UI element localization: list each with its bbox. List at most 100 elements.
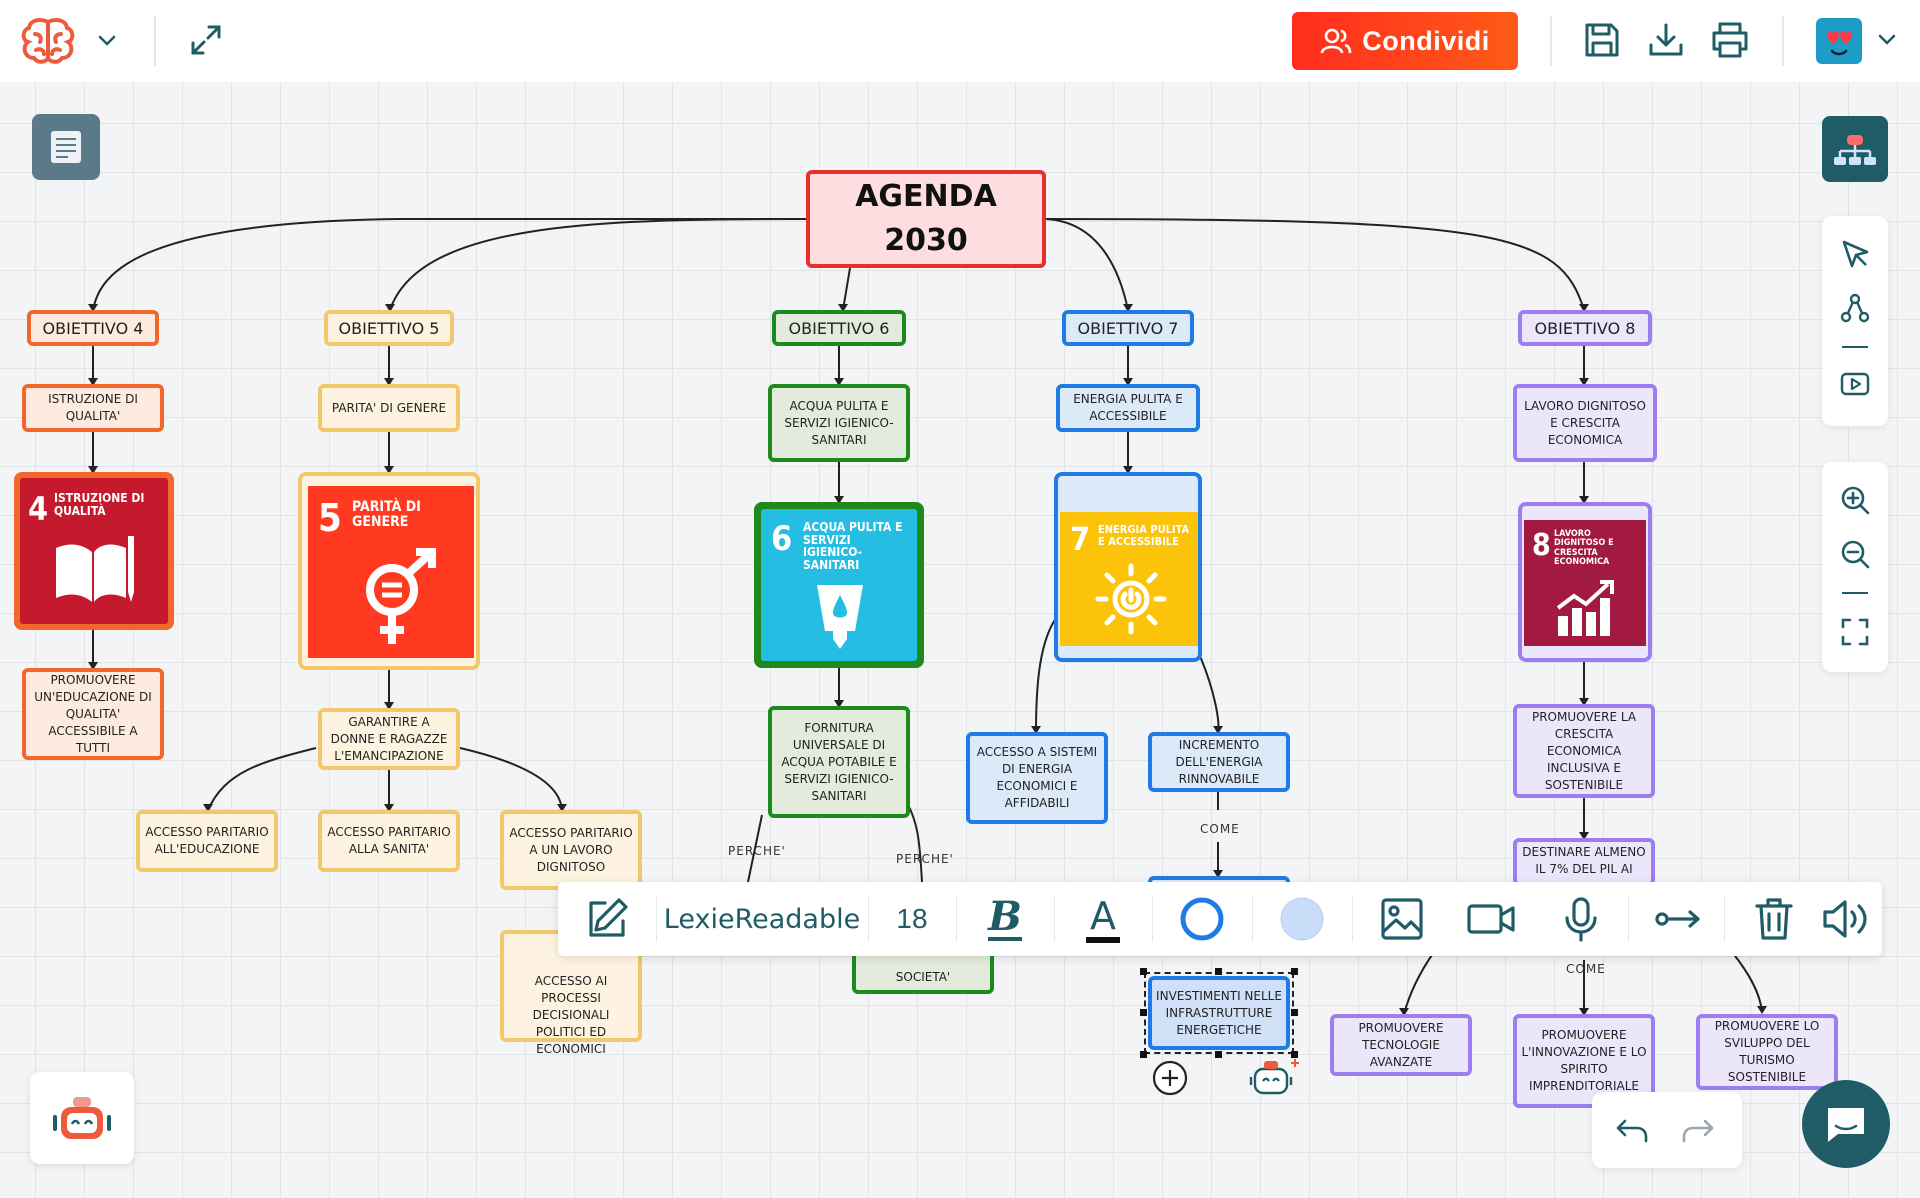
chevron-down-icon[interactable] (94, 26, 120, 56)
edit-text-icon[interactable] (570, 882, 644, 956)
add-child-icon[interactable] (1150, 1058, 1190, 1098)
goal-7-detail-node[interactable]: INCREMENTO DELL'ENERGIA RINNOVABILE (1148, 732, 1290, 792)
expand-icon[interactable] (186, 20, 226, 60)
save-icon[interactable] (1580, 18, 1624, 62)
divider (1628, 896, 1629, 942)
goal-8-node[interactable]: OBIETTIVO 8 (1518, 310, 1652, 346)
goal-8-sub-node[interactable]: PROMUOVERE LO SVILUPPO DEL TURISMO SOSTE… (1696, 1014, 1838, 1090)
undo-icon[interactable] (1612, 1110, 1652, 1150)
goal-5-image-card[interactable]: 5 PARITÀ DI GENERE (298, 472, 480, 670)
sdg-title: PARITÀ DI GENERE (352, 499, 421, 530)
growth-chart-icon (1556, 580, 1614, 636)
chevron-down-icon[interactable] (1874, 28, 1900, 52)
divider (1550, 16, 1552, 66)
goal-4-image-card[interactable]: 4 ISTRUZIONE DI QUALITÀ (14, 472, 174, 630)
goal-6-node[interactable]: OBIETTIVO 6 (772, 310, 906, 346)
goal-5-sub-node[interactable]: ACCESSO PARITARIO ALLA SANITA' (318, 810, 460, 872)
delete-button[interactable] (1732, 882, 1816, 956)
sdg-7-tile: 7 ENERGIA PULITA E ACCESSIBILE (1060, 512, 1198, 646)
divider (1782, 16, 1784, 66)
insert-video-button[interactable] (1448, 882, 1534, 956)
share-button[interactable]: Condividi (1292, 12, 1518, 70)
goal-7-node[interactable]: OBIETTIVO 7 (1062, 310, 1194, 346)
connect-nodes-icon[interactable] (1835, 288, 1875, 328)
map-layout-button[interactable] (1822, 116, 1888, 182)
sdg-title: ISTRUZIONE DI QUALITÀ (54, 491, 145, 518)
divider (656, 896, 657, 942)
font-family-select[interactable]: LexieReadable (663, 903, 861, 935)
video-play-icon[interactable] (1835, 364, 1875, 404)
goal-5-topic-node[interactable]: PARITA' DI GENERE (318, 384, 460, 432)
border-color-button[interactable] (1160, 882, 1244, 956)
goal-7-topic-node[interactable]: ENERGIA PULITA E ACCESSIBILE (1056, 384, 1200, 432)
goal-5-sub-node[interactable]: ACCESSO PARITARIO ALL'EDUCAZIONE (136, 810, 278, 872)
goal-4-node[interactable]: OBIETTIVO 4 (27, 310, 159, 346)
divider (1724, 896, 1725, 942)
water-glass-icon (817, 585, 863, 649)
zoom-panel (1822, 462, 1888, 672)
goal-8-topic-node[interactable]: LAVORO DIGNITOSO E CRESCITA ECONOMICA (1513, 384, 1657, 462)
sdg-title: ENERGIA PULITA E ACCESSIBILE (1098, 523, 1190, 548)
connector-button[interactable] (1636, 882, 1720, 956)
edge-label-why: PERCHE' (896, 852, 954, 866)
goal-4-detail-node[interactable]: PROMUOVERE UN'EDUCAZIONE DI QUALITA' ACC… (22, 668, 164, 760)
connector-lines (88, 217, 1767, 1016)
bold-button[interactable]: B (964, 882, 1046, 956)
selected-node[interactable]: INVESTIMENTI NELLE INFRASTRUTTURE ENERGE… (1148, 976, 1290, 1050)
text-to-speech-button[interactable] (1804, 882, 1888, 956)
font-size-select[interactable]: 18 (896, 903, 928, 934)
edge-label-why: PERCHE' (728, 844, 786, 858)
goal-5-sub-node[interactable]: ACCESSO PARITARIO A UN LAVORO DIGNITOSO (500, 810, 642, 890)
fill-color-icon (1280, 897, 1324, 941)
zoom-in-icon[interactable] (1835, 480, 1875, 520)
microphone-icon (1565, 897, 1597, 942)
sdg-title: LAVORO DIGNITOSO E CRESCITA ECONOMICA (1554, 529, 1614, 568)
goal-6-image-card[interactable]: 6 ACQUA PULITA E SERVIZI IGIENICO-SANITA… (754, 502, 924, 668)
brain-logo-icon[interactable] (18, 14, 78, 68)
mind-map-canvas[interactable]: AGENDA 2030 OBIETTIVO 4 ISTRUZIONE DI QU… (0, 82, 1920, 1198)
fit-screen-icon[interactable] (1835, 612, 1875, 652)
goal-7-detail-node[interactable]: ACCESSO A SISTEMI DI ENERGIA ECONOMICI E… (966, 732, 1108, 824)
divider (1352, 896, 1353, 942)
redo-icon[interactable] (1678, 1110, 1718, 1150)
chat-button[interactable] (1802, 1080, 1890, 1168)
speaker-icon (1823, 900, 1867, 938)
record-audio-button[interactable] (1538, 882, 1624, 956)
sdg-5-tile: 5 PARITÀ DI GENERE (308, 486, 474, 658)
avatar[interactable] (1816, 18, 1862, 64)
chat-icon (1828, 1108, 1864, 1142)
divider (868, 896, 869, 942)
download-icon[interactable] (1644, 18, 1688, 62)
fill-color-button[interactable] (1260, 882, 1344, 956)
sdg-number: 5 (318, 496, 342, 540)
goal-8-detail-node[interactable]: PROMUOVERE LA CRESCITA ECONOMICA INCLUSI… (1513, 704, 1655, 798)
zoom-out-icon[interactable] (1835, 534, 1875, 574)
goal-7-image-card[interactable]: 7 ENERGIA PULITA E ACCESSIBILE (1054, 472, 1202, 662)
text-color-button[interactable]: A (1062, 882, 1144, 956)
notes-panel-button[interactable] (32, 114, 100, 180)
root-node[interactable]: AGENDA 2030 (806, 170, 1046, 268)
goal-6-topic-node[interactable]: ACQUA PULITA E SERVIZI IGIENICO-SANITARI (768, 384, 910, 462)
goal-7-sub-node[interactable]: PROMUOVERE TECNOLOGIE AVANZATE (1330, 1014, 1472, 1076)
goal-6-detail-node[interactable]: FORNITURA UNIVERSALE DI ACQUA POTABILE E… (768, 706, 910, 818)
divider (1842, 592, 1868, 594)
bold-icon: B (988, 893, 1022, 941)
ai-robot-icon[interactable] (1244, 1054, 1302, 1100)
edge-label-how: COME (1200, 822, 1240, 836)
insert-image-button[interactable] (1360, 882, 1444, 956)
goal-5-node[interactable]: OBIETTIVO 5 (324, 310, 454, 346)
book-icon (56, 536, 134, 602)
format-toolbar: LexieReadable 18 B A (558, 882, 1882, 956)
goal-4-topic-node[interactable]: ISTRUZIONE DI QUALITA' (22, 384, 164, 432)
goal-8-detail-node[interactable]: DESTINARE ALMENO IL 7% DEL PIL AI (1513, 838, 1655, 886)
pointer-icon[interactable] (1835, 234, 1875, 274)
print-icon[interactable] (1708, 18, 1752, 62)
users-icon (1320, 28, 1352, 54)
sdg-number: 7 (1070, 520, 1091, 558)
selection-handles[interactable] (1140, 968, 1298, 1058)
goal-8-image-card[interactable]: 8 LAVORO DIGNITOSO E CRESCITA ECONOMICA (1518, 502, 1652, 662)
video-camera-icon (1467, 904, 1515, 934)
goal-5-detail-node[interactable]: GARANTIRE A DONNE E RAGAZZE L'EMANCIPAZI… (318, 708, 460, 770)
assistant-button[interactable] (30, 1072, 134, 1164)
trash-icon (1755, 898, 1793, 940)
